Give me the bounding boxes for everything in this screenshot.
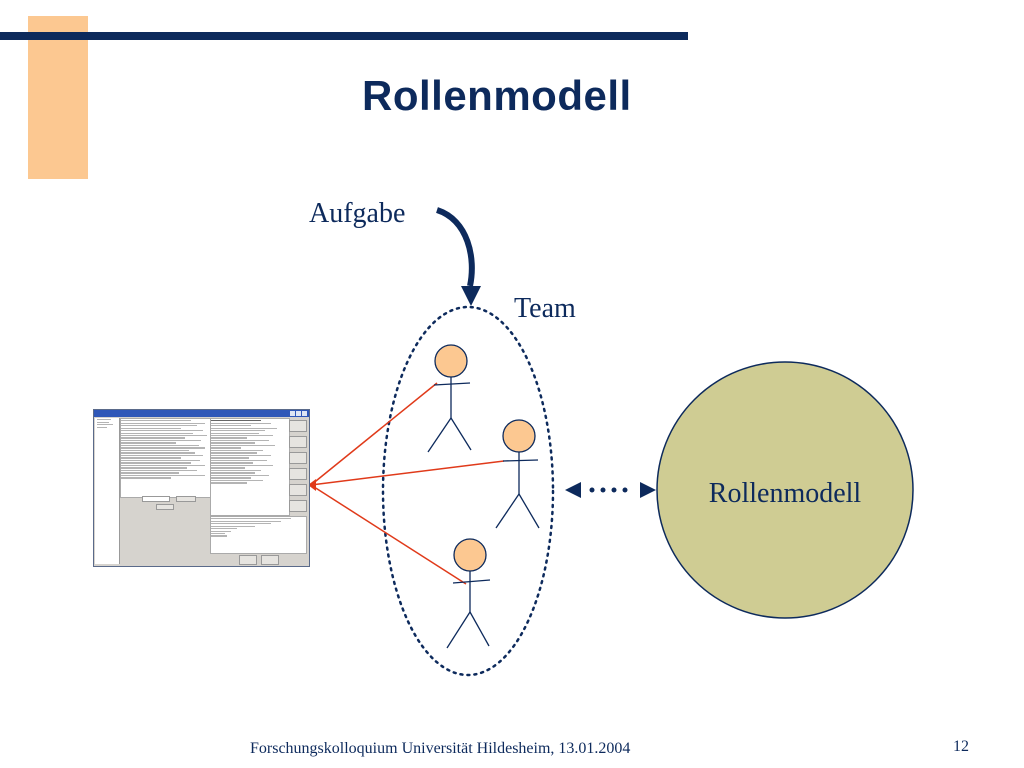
person-icon [446,538,491,649]
connector-arrowhead [308,479,316,491]
application-window-icon [93,409,310,567]
task-label: Aufgabe [309,198,406,229]
person-icon [495,419,540,529]
team-ellipse [381,305,555,677]
bidirectional-arrow [565,482,656,498]
app-code-pane [210,418,290,516]
app-send-row [134,494,209,512]
connector-lines [310,382,505,585]
person-icon [427,344,472,453]
app-titlebar [94,410,309,417]
slide-title: Rollenmodell [362,72,632,119]
task-arrow [435,207,475,287]
app-chat-pane [120,418,211,498]
accent-bar [28,16,88,179]
top-rule [0,32,688,40]
app-user-list [95,418,120,564]
role-model-label: Rollenmodell [709,478,862,509]
team-label: Team [514,293,576,324]
task-arrowhead [461,286,481,306]
page-number: 12 [953,738,969,755]
app-log-pane [210,516,307,554]
role-model-circle [656,361,914,619]
footer: Forschungskolloquium Universität Hildesh… [250,740,631,757]
app-button-column [289,418,307,514]
app-bottom-buttons [239,555,279,565]
